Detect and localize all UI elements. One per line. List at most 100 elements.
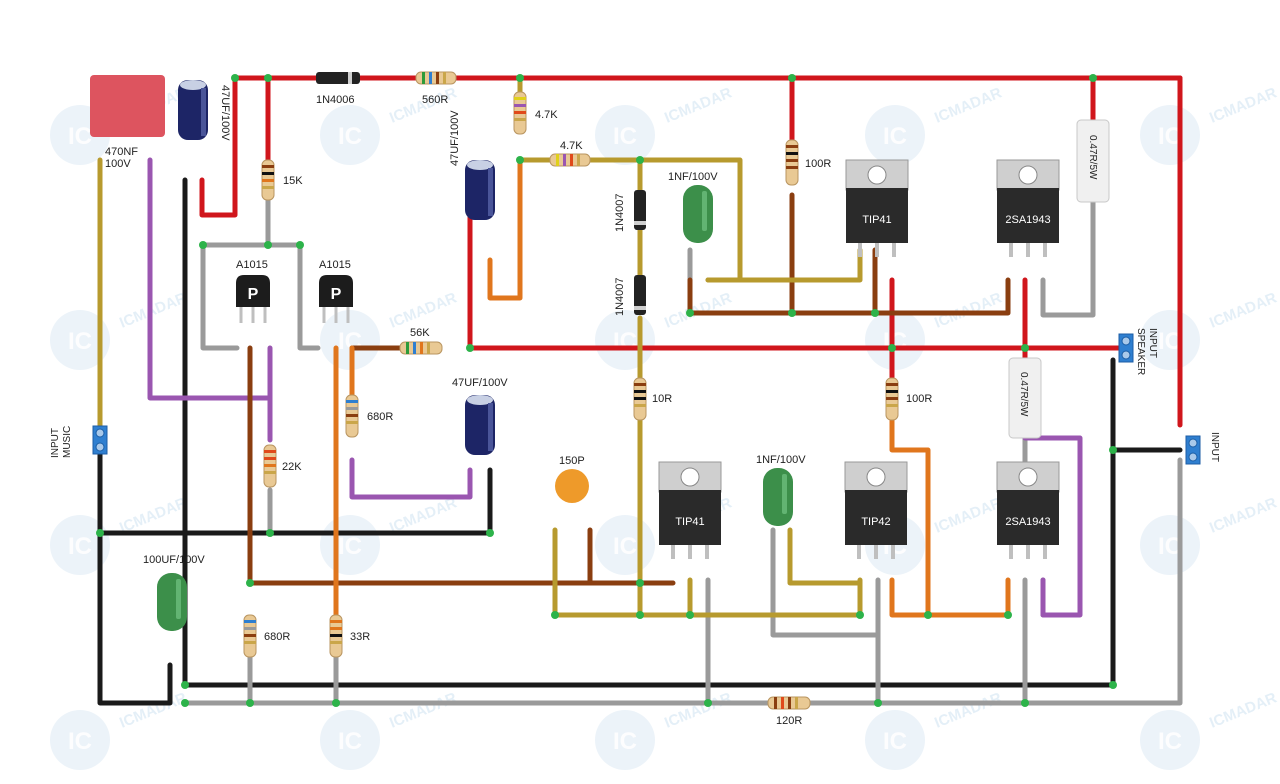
resistor-band (443, 72, 446, 84)
resistor-band (786, 145, 798, 148)
terminal-screw (1121, 350, 1131, 360)
wire-olive-tip41-base (705, 247, 863, 283)
resistor-band (514, 104, 526, 107)
solder-dot (704, 699, 712, 707)
label-r-100-b: 100R (906, 393, 932, 405)
resistor-15k (261, 159, 275, 201)
resistor-band (429, 72, 432, 84)
transistor-body (319, 275, 353, 307)
resistor-100r-b (885, 377, 899, 421)
resistor-band (264, 450, 276, 453)
solder-dot (788, 74, 796, 82)
watermark-ic-text: IC (613, 728, 637, 755)
resistor-band (514, 111, 526, 114)
diode-band (348, 72, 352, 84)
transistor-leg (322, 307, 326, 323)
watermark-circle (50, 515, 110, 575)
label-r-100-a: 100R (805, 158, 831, 170)
terminal-input-music (92, 425, 108, 455)
resistor-band (886, 383, 898, 386)
wire-brown-tip (687, 277, 1011, 316)
wire-olive-150p (552, 527, 863, 618)
solder-dot (636, 156, 644, 164)
label-cap-1nf-low: 1NF/100V (756, 454, 806, 466)
wire-orange-tip42 (889, 577, 931, 618)
solder-dot (1021, 344, 1029, 352)
transistor-leg (1009, 243, 1013, 257)
solder-dot (264, 241, 272, 249)
capacitor-100uf (157, 573, 187, 631)
power-resistor-047-b (1008, 357, 1042, 439)
watermark-name-text: ICMADAR (932, 689, 1004, 731)
terminal-input (1185, 435, 1201, 465)
label-r-4k7-a: 4.7K (535, 109, 558, 121)
watermark-name-text: ICMADAR (387, 494, 459, 536)
resistor-680r-b (243, 614, 257, 658)
watermark-name-text: ICMADAR (117, 689, 189, 731)
solder-dot (246, 699, 254, 707)
wire-purple-2sab (1022, 435, 1083, 618)
capacitor-top (180, 80, 206, 90)
watermark-name-text: ICMADAR (1207, 689, 1279, 731)
transistor-a1015-a: P (236, 275, 270, 323)
transistor-leg (891, 545, 895, 559)
label-r-56k: 56K (410, 327, 430, 339)
resistor-band (886, 397, 898, 400)
watermark-ic-text: IC (613, 533, 637, 560)
solder-dot (264, 74, 272, 82)
resistor-4k7-a (513, 91, 527, 135)
label-line: 470NF (105, 146, 138, 158)
capacitor-1nf-low (763, 468, 793, 526)
watermark-name-text: ICMADAR (117, 494, 189, 536)
label-input-music: INPUTMUSIC (50, 426, 73, 458)
watermark-ic-text: IC (613, 328, 637, 355)
label-r-047-b: 0.47R/5W (1018, 372, 1029, 417)
wire-orange-100r (889, 417, 1011, 618)
transistor-leg (688, 545, 692, 559)
watermark-name-text: ICMADAR (117, 289, 189, 331)
resistor-band (264, 457, 276, 460)
terminal-screw (95, 442, 105, 452)
solder-dot (1004, 611, 1012, 619)
label-q-tip41-b: TIP41 (675, 516, 704, 528)
capacitor-stripe (488, 403, 493, 451)
label-q-a1015-b: A1015 (319, 259, 351, 271)
terminal-screw (1121, 336, 1131, 346)
terminal-screw (1188, 452, 1198, 462)
label-r-22k: 22K (282, 461, 302, 473)
solder-dot (296, 241, 304, 249)
watermark-ic-text: IC (68, 533, 92, 560)
label-cap-100uf: 100UF/100V (143, 554, 205, 566)
transistor-leg (857, 545, 861, 559)
resistor-band (427, 342, 430, 354)
wire-purple-left (147, 157, 273, 443)
label-q-tip42: TIP42 (861, 516, 890, 528)
resistor-band (556, 154, 559, 166)
capacitor-body (90, 75, 165, 137)
resistor-band (244, 634, 256, 637)
resistor-band (262, 179, 274, 182)
watermark-ic-text: IC (613, 123, 637, 150)
watermark-circle (865, 710, 925, 770)
transistor-a1015-b: P (319, 275, 353, 323)
wire-red-cap47 (199, 75, 238, 218)
transistor-hole (867, 165, 887, 185)
label-diode-1n4006: 1N4006 (316, 94, 355, 106)
resistor-band (514, 118, 526, 121)
solder-dot (1089, 74, 1097, 82)
transistor-body (846, 188, 908, 243)
transistor-leg (1026, 545, 1030, 559)
label-r-15k: 15K (283, 175, 303, 187)
resistor-band (244, 620, 256, 623)
resistor-band (788, 697, 791, 709)
resistor-band (346, 421, 358, 424)
diode-1n4007-b (634, 275, 646, 315)
transistor-body (659, 490, 721, 545)
resistor-band (563, 154, 566, 166)
solder-dot (466, 344, 474, 352)
resistor-band (634, 383, 646, 386)
watermark-name-text: ICMADAR (387, 289, 459, 331)
transistor-body (236, 275, 270, 307)
